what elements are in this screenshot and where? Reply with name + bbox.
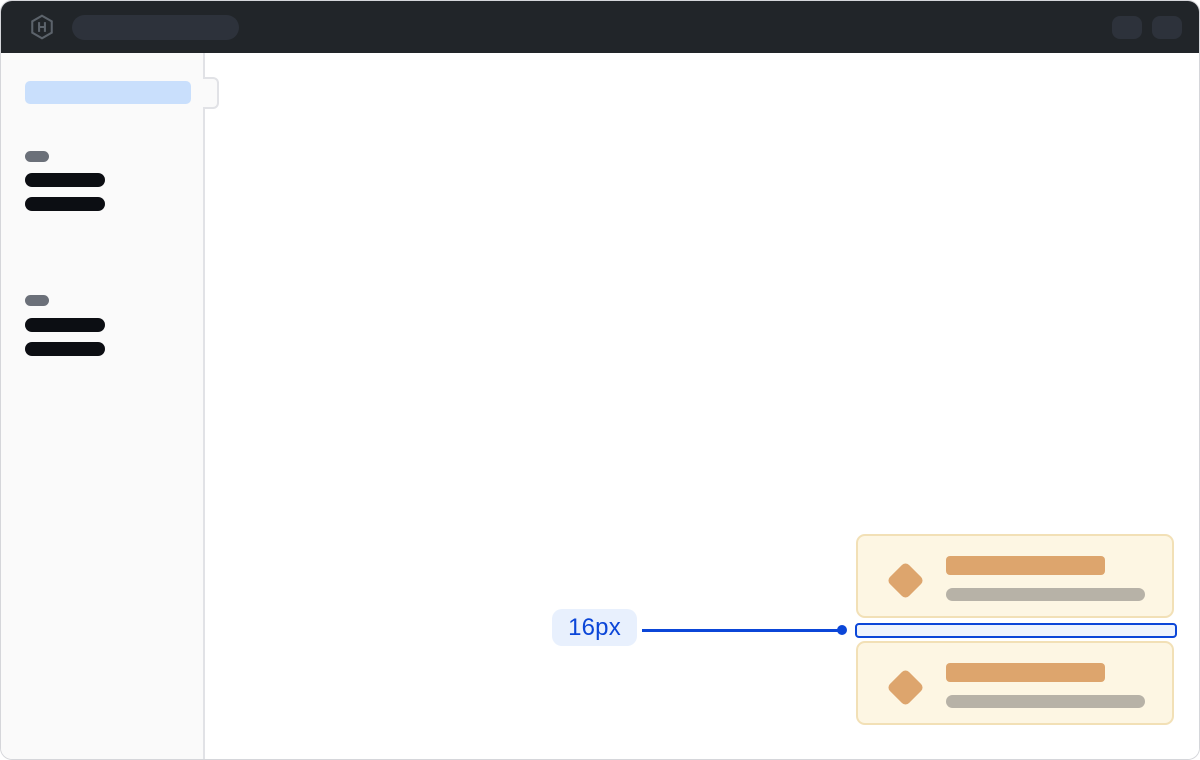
card-1[interactable] [856,534,1174,618]
spacing-highlight-rect [855,623,1177,638]
card-subtitle-placeholder [946,588,1145,601]
card-subtitle-placeholder [946,695,1145,708]
sidebar-item-placeholder[interactable] [25,318,105,332]
sidebar-selected-item-placeholder[interactable] [25,81,191,104]
main-content: 16px [205,53,1199,759]
top-navigation-bar [1,1,1199,53]
sidebar-section-label-placeholder [25,295,49,306]
sidebar [1,53,205,759]
sidebar-item-placeholder[interactable] [25,197,105,211]
spacing-measurement-label: 16px [552,609,637,646]
card-title-placeholder [946,556,1105,575]
sidebar-section-label-placeholder [25,151,49,162]
user-menu-placeholder[interactable] [1152,15,1182,39]
diamond-icon [886,668,925,707]
measurement-connector-dot [837,625,847,635]
help-button-placeholder[interactable] [1112,15,1142,39]
sidebar-item-placeholder[interactable] [25,342,105,356]
card-2[interactable] [856,641,1174,725]
sidebar-item-placeholder[interactable] [25,173,105,187]
measurement-connector-line [642,629,842,632]
search-input-placeholder[interactable] [72,14,239,40]
page-body: 16px [1,53,1199,759]
hashicorp-logo-icon[interactable] [29,14,55,40]
diamond-icon [886,561,925,600]
card-title-placeholder [946,663,1105,682]
sidebar-toggle-handle[interactable] [203,77,219,109]
